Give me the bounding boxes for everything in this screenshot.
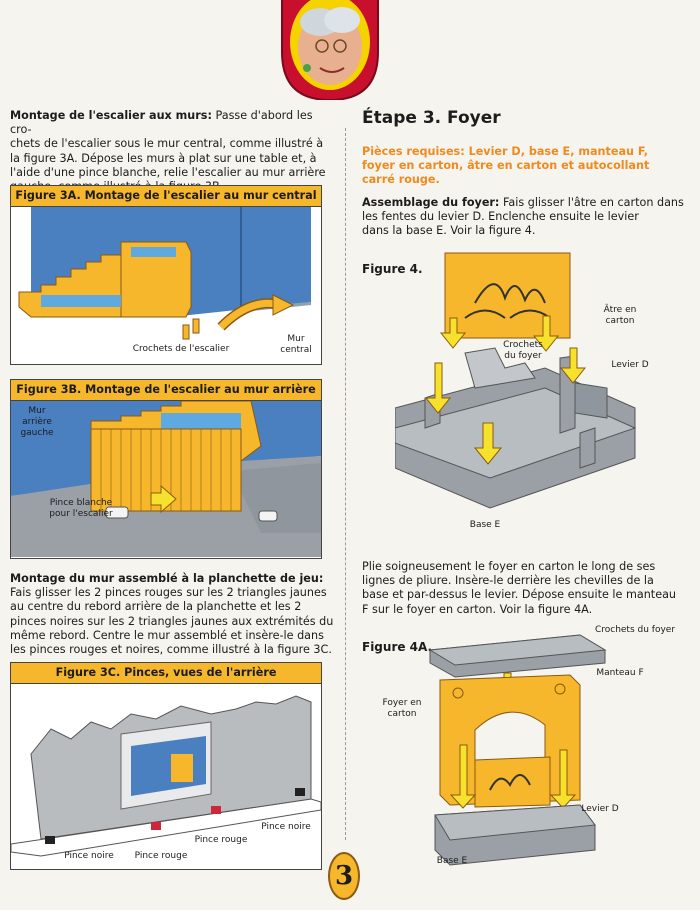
figure-3b-title: Figure 3B. Montage de l'escalier au mur … — [11, 380, 321, 416]
intro-paragraph-stairs: Montage de l'escalier aux murs: Passe d'… — [10, 109, 335, 194]
paragraph-line: les fentes du levier D. Enclenche ensuit… — [362, 210, 639, 224]
figure-4-illustration — [395, 252, 637, 509]
label-black-clip-left: Pince noire — [64, 851, 114, 861]
paragraph-fold-fireplace: Plie soigneusement le foyer en carton le… — [362, 560, 692, 617]
fireplace-assembly-title: Assemblage du foyer: — [362, 196, 500, 209]
paragraph-line: base et par-dessus le levier. Dépose ens… — [362, 588, 677, 602]
figure-4a-title: Figure 4A. — [362, 640, 433, 654]
paragraph-line: les pinces rouges et noires, comme illus… — [10, 643, 332, 657]
paragraph-fireplace-assembly: Assemblage du foyer: Fais glisser l'âtre… — [362, 196, 692, 239]
label-left-back-wall: Mur arrière gauche — [20, 406, 54, 438]
paragraph-line: dans la base E. Voir la figure 4. — [362, 224, 536, 238]
wall-assembly-title: Montage du mur assemblé à la planchette … — [10, 572, 324, 585]
label-lever-d: Levier D — [611, 360, 649, 370]
label-black-clip-right: Pince noire — [261, 822, 311, 832]
label-white-clip: Pince blanche pour l'escalier — [49, 498, 113, 519]
figure-3a-title: Figure 3A. Montage de l'escalier au mur … — [11, 186, 321, 207]
paragraph-line: l'aide d'une pince blanche, relie l'esca… — [10, 165, 326, 179]
label-red-clip-left: Pince rouge — [134, 851, 188, 861]
figure-3b: Figure 3B. Montage de l'escalier au mur … — [10, 379, 322, 559]
parts-line: Pièces requises: Levier D, base E, mante… — [362, 145, 648, 158]
paragraph-line: Fais glisser les 2 pinces rouges sur les… — [10, 586, 327, 600]
paragraph-line: la figure 3A. Dépose les murs à plat sur… — [10, 151, 317, 165]
label-fireplace-hooks: Crochets du foyer — [503, 340, 543, 361]
mascot-portrait — [280, 0, 380, 102]
label-4a-fireplace-cardboard: Foyer en carton — [382, 698, 422, 719]
paragraph-line: Plie soigneusement le foyer en carton le… — [362, 560, 656, 573]
paragraph-line: F sur le foyer en carton. Voir la figure… — [362, 602, 593, 616]
paragraph-line: au centre du rebord arrière de la planch… — [10, 600, 302, 614]
paragraph-line: pinces noires sur les 2 triangles jaunes… — [10, 614, 334, 628]
label-stair-hooks: Crochets de l'escalier — [132, 344, 230, 354]
figure-3c-title: Figure 3C. Pinces, vues de l'arrière — [11, 663, 321, 684]
figure-4-title: Figure 4. — [362, 262, 423, 276]
label-base-e: Base E — [469, 520, 501, 530]
column-divider — [345, 128, 347, 840]
figure-3a: Figure 3A. Montage de l'escalier au mur … — [10, 185, 322, 365]
stairs-assembly-title: Montage de l'escalier aux murs: — [10, 109, 212, 122]
label-red-clip-right: Pince rouge — [194, 835, 248, 845]
step-heading: Étape 3. Foyer — [362, 108, 501, 128]
paragraph-line: chets de l'escalier sous le mur central,… — [10, 137, 324, 151]
page-number-badge: 3 — [328, 852, 360, 900]
required-parts: Pièces requises: Levier D, base E, mante… — [362, 145, 692, 188]
paragraph-line: même rebord. Centre le mur assemblé et i… — [10, 628, 324, 642]
figure-4a-illustration — [428, 634, 607, 866]
label-4a-fireplace-hooks: Crochets du foyer — [594, 625, 676, 635]
parts-line: foyer en carton, âtre en carton et autoc… — [362, 159, 650, 173]
page-number: 3 — [334, 861, 354, 891]
paragraph-line: Fais glisser l'âtre en carton dans — [502, 196, 684, 209]
label-hearth-cardboard: Âtre en carton — [603, 305, 637, 326]
parts-line: carré rouge. — [362, 173, 440, 187]
paragraph-wall-to-board: Montage du mur assemblé à la planchette … — [10, 572, 340, 657]
label-4a-lever-d: Levier D — [581, 804, 619, 814]
label-mantel-f: Manteau F — [596, 668, 644, 678]
label-4a-base-e: Base E — [436, 856, 468, 866]
figure-3c: Figure 3C. Pinces, vues de l'arrière Pin… — [10, 662, 322, 870]
label-central-wall: Mur central — [280, 334, 312, 355]
paragraph-line: Passe d'abord les cro- — [10, 109, 313, 137]
paragraph-line: lignes de pliure. Insère-le derrière les… — [362, 574, 654, 588]
